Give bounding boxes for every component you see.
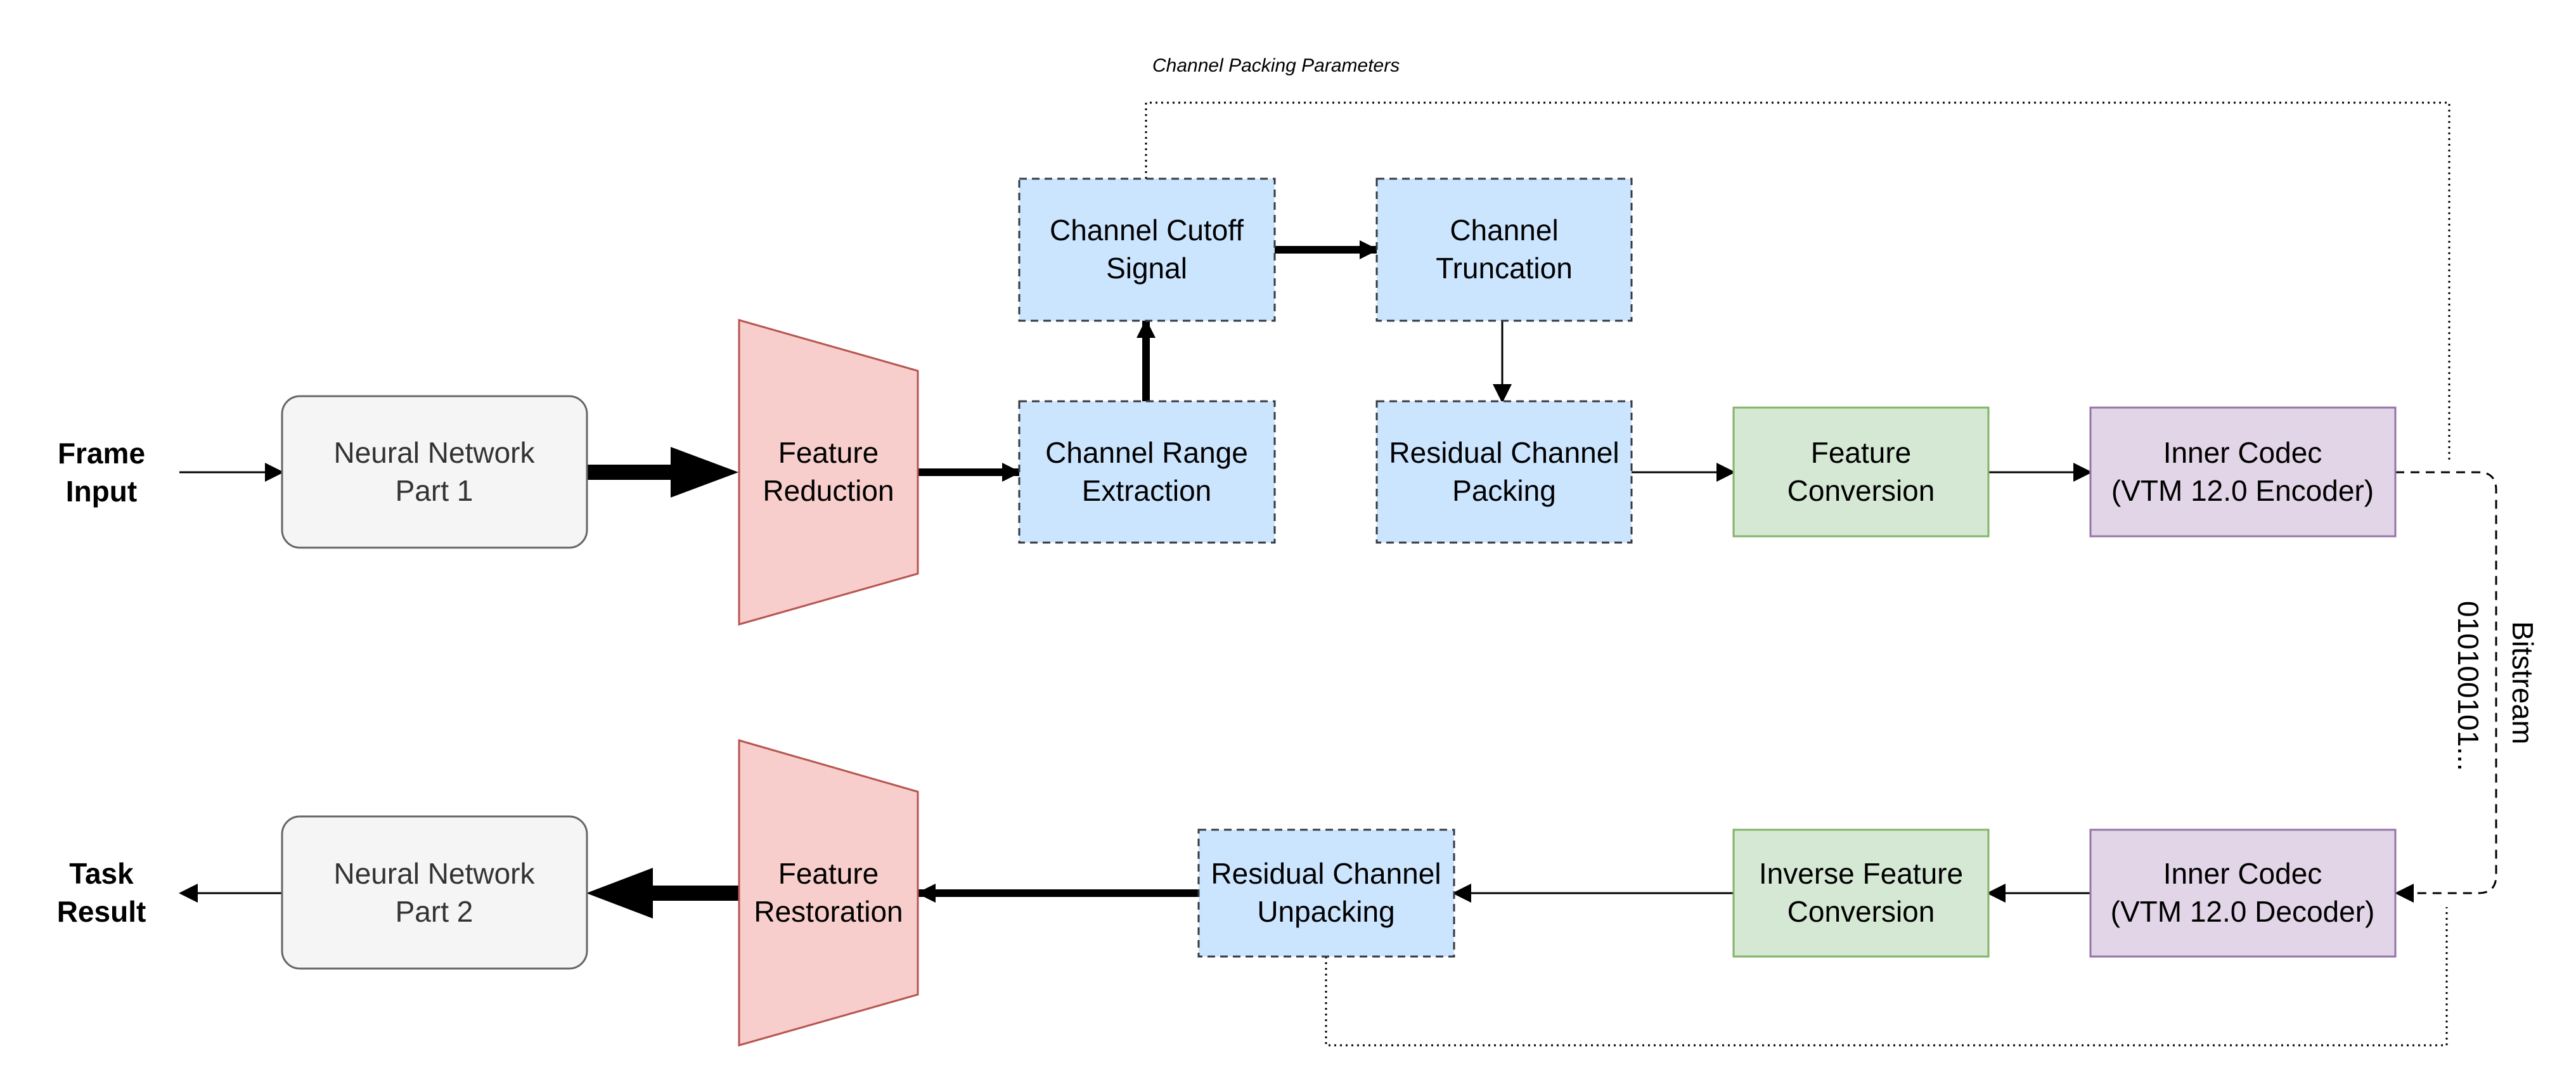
channel-packing-parameters-label: Channel Packing Parameters bbox=[1152, 55, 1400, 76]
residual-channel-packing-node: Residual Channel Packing bbox=[1375, 400, 1633, 544]
arrow-restoration-to-nn2 bbox=[586, 868, 738, 919]
inner-codec-decoder-node: Inner Codec (VTM 12.0 Decoder) bbox=[2089, 828, 2397, 958]
task-result-label: Task Result bbox=[57, 857, 146, 928]
svg-text:Channel: Channel bbox=[1450, 214, 1558, 247]
svg-text:Inner Codec: Inner Codec bbox=[2163, 857, 2322, 890]
feature-reduction-node: Feature Reduction bbox=[738, 319, 919, 626]
svg-text:Residual Channel: Residual Channel bbox=[1389, 436, 1619, 469]
svg-text:Feature: Feature bbox=[778, 436, 879, 469]
svg-text:Signal: Signal bbox=[1106, 252, 1187, 285]
arrow-nn1-to-reduction bbox=[587, 447, 738, 498]
svg-text:(VTM 12.0 Encoder): (VTM 12.0 Encoder) bbox=[2111, 474, 2374, 507]
svg-text:Restoration: Restoration bbox=[754, 895, 903, 928]
svg-text:Conversion: Conversion bbox=[1787, 895, 1935, 928]
neural-network-part2-node: Neural Network Part 2 bbox=[281, 815, 588, 970]
svg-text:Feature: Feature bbox=[1811, 436, 1912, 469]
svg-text:Input: Input bbox=[66, 475, 137, 508]
svg-text:Result: Result bbox=[57, 895, 146, 928]
svg-text:Channel Range: Channel Range bbox=[1045, 436, 1248, 469]
inverse-feature-conversion-node: Inverse Feature Conversion bbox=[1732, 828, 1990, 958]
bitstream-label: Bitstream bbox=[2506, 621, 2539, 744]
svg-text:Part 2: Part 2 bbox=[396, 895, 473, 928]
inner-codec-encoder-node: Inner Codec (VTM 12.0 Encoder) bbox=[2089, 406, 2397, 538]
svg-text:Channel Cutoff: Channel Cutoff bbox=[1050, 214, 1244, 247]
channel-packing-parameters-line bbox=[1145, 101, 2450, 461]
svg-text:Unpacking: Unpacking bbox=[1257, 895, 1394, 928]
bitstream-line bbox=[2395, 471, 2497, 903]
svg-text:Packing: Packing bbox=[1452, 474, 1556, 507]
svg-text:Inverse Feature: Inverse Feature bbox=[1759, 857, 1963, 890]
unpacking-parameters-line bbox=[1325, 907, 2448, 1047]
svg-text:Truncation: Truncation bbox=[1436, 252, 1573, 285]
feature-restoration-node: Feature Restoration bbox=[738, 739, 919, 1047]
bitstream-bits-label: 010100101... bbox=[2452, 601, 2485, 771]
channel-range-extraction-node: Channel Range Extraction bbox=[1018, 400, 1276, 544]
svg-text:Reduction: Reduction bbox=[763, 474, 894, 507]
channel-cutoff-signal-node: Channel Cutoff Signal bbox=[1018, 177, 1276, 322]
svg-text:Frame: Frame bbox=[58, 437, 145, 470]
svg-text:Task: Task bbox=[69, 857, 134, 890]
svg-text:Conversion: Conversion bbox=[1787, 474, 1935, 507]
svg-text:Feature: Feature bbox=[778, 857, 879, 890]
svg-text:Neural Network: Neural Network bbox=[334, 436, 536, 469]
svg-text:Extraction: Extraction bbox=[1082, 474, 1212, 507]
svg-text:Inner Codec: Inner Codec bbox=[2163, 436, 2322, 469]
feature-conversion-node: Feature Conversion bbox=[1732, 406, 1990, 538]
svg-text:Residual Channel: Residual Channel bbox=[1211, 857, 1441, 890]
svg-text:Part 1: Part 1 bbox=[396, 474, 473, 507]
residual-channel-unpacking-node: Residual Channel Unpacking bbox=[1197, 828, 1455, 958]
svg-text:(VTM 12.0 Decoder): (VTM 12.0 Decoder) bbox=[2111, 895, 2375, 928]
neural-network-part1-node: Neural Network Part 1 bbox=[281, 395, 588, 549]
channel-truncation-node: Channel Truncation bbox=[1375, 177, 1633, 322]
svg-text:Neural Network: Neural Network bbox=[334, 857, 536, 890]
frame-input-label: Frame Input bbox=[58, 437, 145, 508]
